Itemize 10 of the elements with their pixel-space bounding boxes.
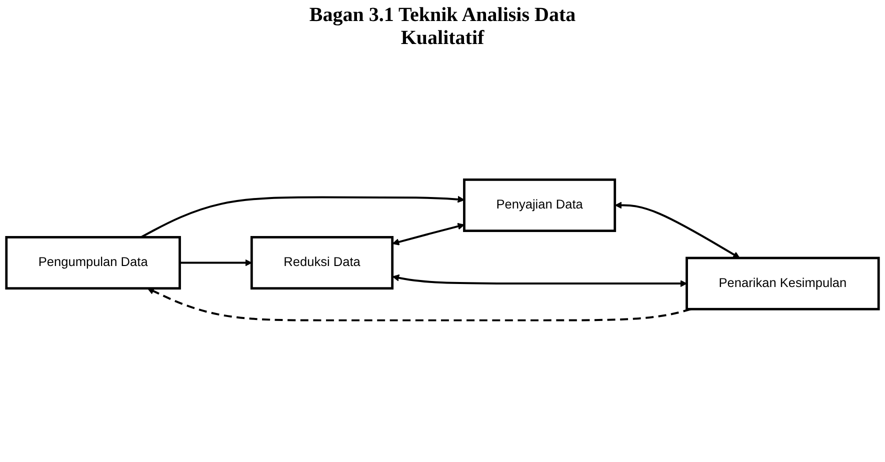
node-box: Pengumpulan Data [5, 236, 181, 290]
node-box: Penyajian Data [463, 178, 616, 232]
node-box: Reduksi Data [250, 236, 394, 290]
node-box: Penarikan Kesimpulan [686, 256, 880, 310]
arrow [614, 202, 740, 258]
arrow [392, 222, 465, 246]
diagram-title: Bagan 3.1 Teknik Analisis Data Kualitatif [308, 4, 577, 50]
arrow [180, 259, 252, 266]
arrow [140, 196, 465, 238]
arrow [392, 274, 688, 288]
